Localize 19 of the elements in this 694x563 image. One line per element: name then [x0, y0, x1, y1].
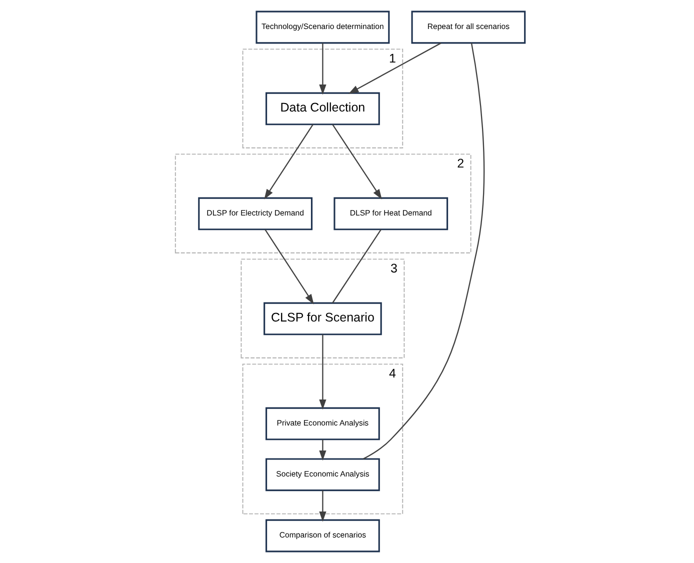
arrow — [319, 490, 326, 522]
arrow — [319, 43, 326, 95]
arrow — [319, 440, 326, 461]
node-box: DLSP for Electricty Demand — [198, 197, 313, 230]
arrow — [348, 42, 442, 94]
node-box: Technology/Scenario determination — [256, 10, 390, 44]
arrow — [319, 334, 326, 410]
node-box: CLSP for Scenario — [264, 302, 382, 336]
node-box: Private Economic Analysis — [266, 407, 380, 440]
node-box: DLSP for Heat Demand — [334, 197, 448, 230]
node-box: Repeat for all scenarios — [411, 10, 526, 44]
connector — [362, 42, 485, 460]
arrow — [332, 124, 382, 200]
node-box: Data Collection — [266, 92, 380, 126]
arrow — [264, 229, 314, 304]
node-box: Comparison of scenarios — [266, 519, 380, 552]
node-box: Society Economic Analysis — [266, 458, 380, 492]
arrow — [264, 124, 314, 200]
connector — [332, 229, 382, 304]
